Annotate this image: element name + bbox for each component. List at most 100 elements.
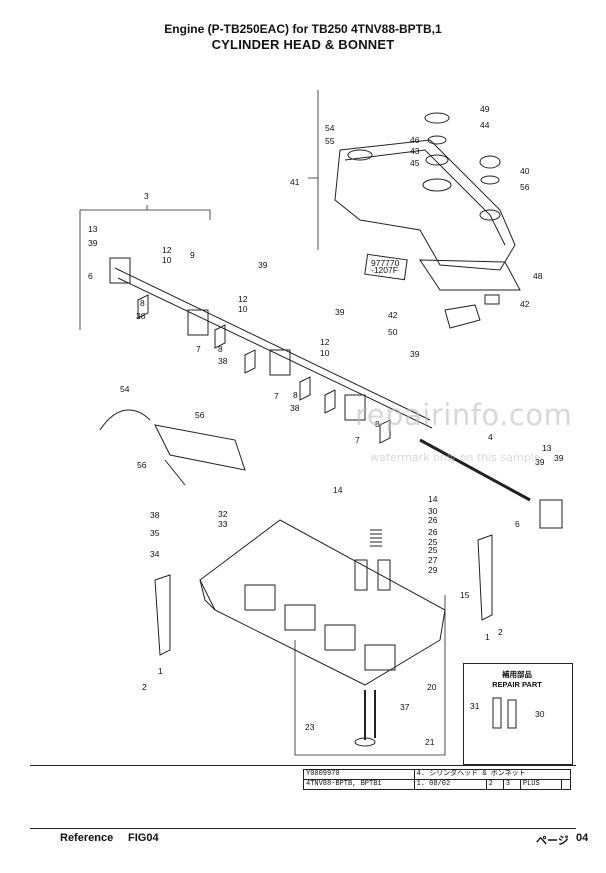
callout-24: 26	[428, 515, 438, 525]
callout-53: 56	[520, 182, 530, 192]
rocker-shaft	[419, 438, 531, 502]
callout-8: 8	[140, 298, 145, 308]
callout-27: 30	[428, 506, 438, 516]
valve-springs	[370, 529, 382, 547]
callout-1: 1	[485, 632, 490, 642]
callout-12c: 12	[320, 337, 330, 347]
callout-31: 32	[218, 509, 228, 519]
header-engine-model: Engine (P-TB250EAC) for TB250 4TNV88-BPT…	[164, 22, 442, 36]
callout-10c: 10	[320, 348, 330, 358]
footer-reference: Reference	[60, 832, 114, 844]
cell-model: 4TNV88-BPTB, BPTB1	[303, 779, 415, 790]
lifting-eye-right	[477, 534, 493, 621]
callout-52: 55	[325, 136, 335, 146]
callout-32: 33	[218, 519, 228, 529]
callout-13b: 13	[542, 443, 552, 453]
table-divider	[30, 765, 576, 766]
footer-fig: FIG04	[128, 832, 159, 844]
lifting-eye-left	[154, 574, 171, 656]
callout-36c: 38	[290, 403, 300, 413]
callout-14b: 14	[428, 494, 438, 504]
callout-14: 14	[333, 485, 343, 495]
callout-49: 50	[388, 327, 398, 337]
sealant-code-1: 977770	[371, 258, 400, 268]
callout-6: 6	[88, 271, 93, 281]
callout-15: 15	[460, 590, 470, 600]
callout-45: 45	[410, 158, 420, 168]
callout-24b: 26	[428, 527, 438, 537]
callout-48: 48	[533, 271, 543, 281]
callout-30: 31	[470, 701, 480, 711]
header-section-title: CYLINDER HEAD & BONNET	[211, 37, 395, 52]
callout-9: 9	[190, 250, 195, 260]
callout-10: 10	[162, 255, 172, 265]
callout-23: 25	[428, 537, 438, 547]
cell-empty	[560, 779, 572, 790]
bonnet-cap	[424, 112, 450, 124]
sealant-tube	[364, 253, 408, 281]
callout-38b: 39	[258, 260, 268, 270]
bonnet-gasket	[419, 259, 521, 291]
callout-44: 44	[480, 120, 490, 130]
table-row: Y0009970 4. シリンダヘッド & ボンネット	[303, 769, 572, 780]
callout-1b: 1	[158, 666, 163, 676]
cell-code: Y0009970	[303, 769, 415, 780]
callout-55: 56	[137, 460, 147, 470]
callout-2: 2	[498, 627, 503, 637]
footer-divider	[30, 828, 576, 829]
callout-12: 12	[162, 245, 172, 255]
callout-26: 29	[428, 565, 438, 575]
callout-8b: 8	[218, 344, 223, 354]
callout-8d: 8	[375, 419, 380, 429]
callout-12b: 12	[238, 294, 248, 304]
table-row: 4TNV88-BPTB, BPTB1 1. 08/02 2 3 PLUS	[303, 779, 572, 790]
callout-38e: 39	[535, 457, 545, 467]
callout-7c: 7	[355, 435, 360, 445]
oil-filler-cap	[479, 155, 501, 169]
callout-10b: 10	[238, 304, 248, 314]
repair-part-box	[463, 663, 573, 765]
callout-8c: 8	[293, 390, 298, 400]
bonnet-cover	[334, 139, 516, 271]
callout-34: 35	[150, 528, 160, 538]
callout-56: 56	[195, 410, 205, 420]
callout-54: 54	[120, 384, 130, 394]
callout-20: 20	[427, 682, 437, 692]
callout-22: 23	[305, 722, 315, 732]
footer-page-label: ページ	[536, 835, 569, 847]
callout-51: 54	[325, 123, 335, 133]
callout-13: 13	[88, 224, 98, 234]
callout-2b: 2	[142, 682, 147, 692]
footer-page-number: 04	[576, 832, 589, 844]
cell-title: 4. シリンダヘッド & ボンネット	[413, 769, 572, 780]
callout-42: 42	[520, 299, 530, 309]
cell-3: 3	[502, 779, 521, 790]
cell-plus: PLUS	[519, 779, 562, 790]
callout-21: 21	[425, 737, 435, 747]
callout-38f: 39	[554, 453, 564, 463]
cell-2: 2	[485, 779, 504, 790]
breather-hose	[99, 409, 151, 431]
callout-35: 37	[400, 702, 410, 712]
callout-39: 40	[520, 166, 530, 176]
watermark-main: repairinfo.com	[355, 398, 573, 432]
sealant-code-2: -1207F	[371, 265, 398, 275]
repair-part-en: REPAIR PART	[492, 680, 542, 689]
callout-38c: 39	[335, 307, 345, 317]
watermark-sub: watermark only on this sample	[370, 451, 541, 464]
info-table: Y0009970 4. シリンダヘッド & ボンネット 4TNV88-BPTB,…	[303, 769, 572, 790]
cell-date: 1. 08/02	[413, 779, 487, 790]
cylinder-head	[199, 519, 446, 686]
callout-43: 43	[410, 146, 420, 156]
callout-38: 39	[88, 238, 98, 248]
callout-33: 34	[150, 549, 160, 559]
callout-25: 27	[428, 555, 438, 565]
callout-3: 3	[144, 191, 149, 201]
callout-23b: 25	[428, 545, 438, 555]
callout-37: 38	[150, 510, 160, 520]
callout-40: 41	[290, 177, 300, 187]
callout-36: 38	[136, 311, 146, 321]
callout-29: 30	[535, 709, 545, 719]
cover-56	[154, 424, 246, 471]
